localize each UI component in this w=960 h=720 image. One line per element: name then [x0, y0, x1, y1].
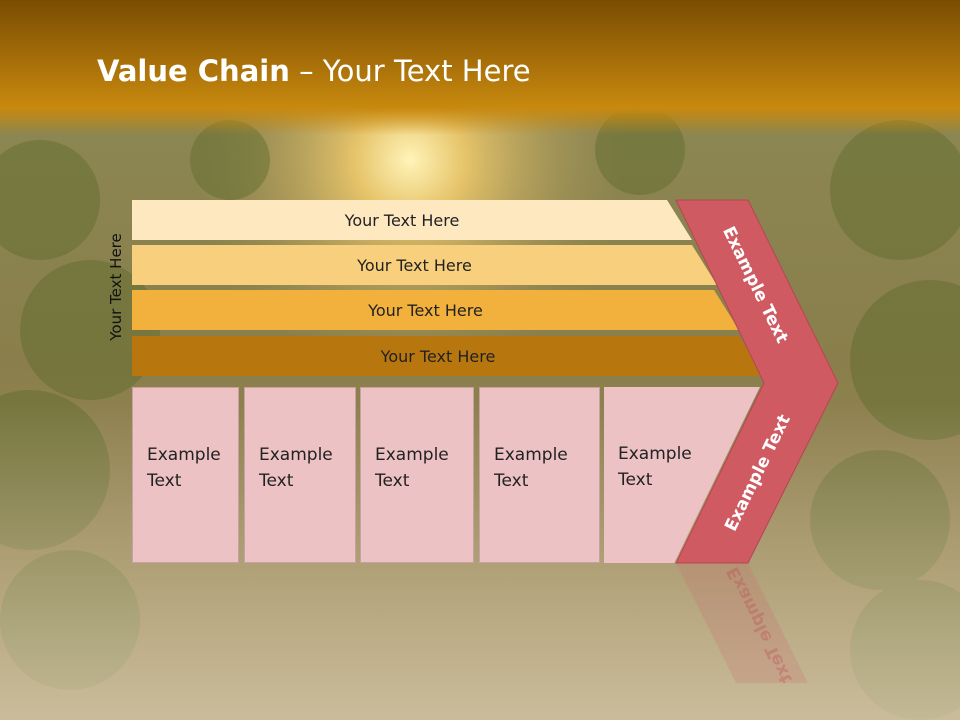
page-title: Value Chain – Your Text Here — [97, 54, 531, 88]
value-bar-1: Your Text Here — [132, 200, 692, 240]
value-bar-3: Your Text Here — [132, 290, 739, 330]
value-bar-4: Your Text Here — [132, 336, 764, 376]
side-axis-label: Your Text Here — [107, 233, 125, 341]
value-bar-2: Your Text Here — [132, 245, 717, 285]
